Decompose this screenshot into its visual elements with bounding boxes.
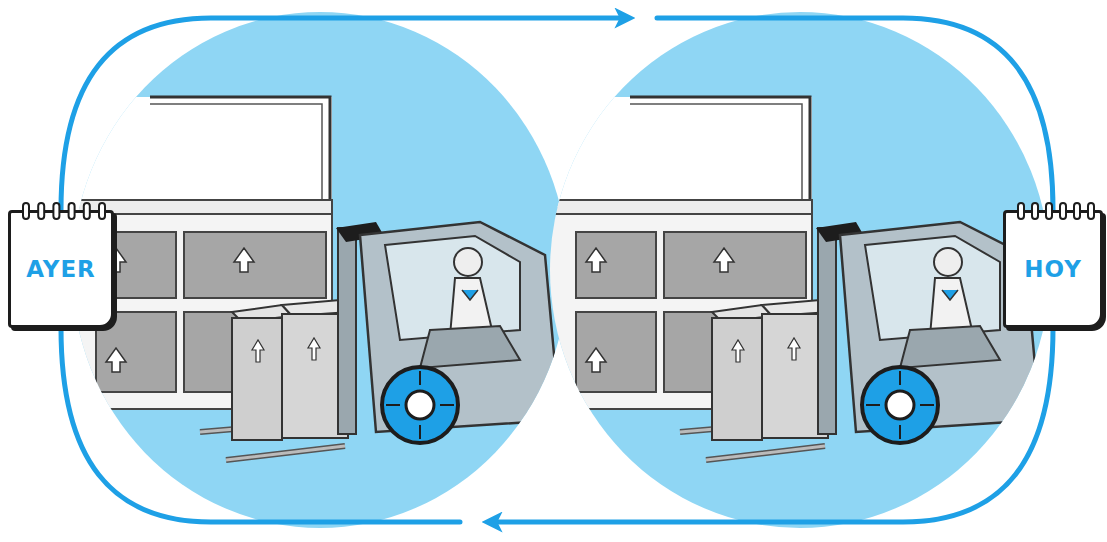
calendar-rings	[1006, 201, 1100, 223]
arrow-segment	[490, 328, 1053, 522]
calendar-page: HOY	[1003, 210, 1103, 328]
day-label: HOY	[1024, 256, 1082, 282]
today-scene	[520, 0, 1080, 542]
yesterday-scene	[40, 0, 600, 542]
day-label: AYER	[26, 256, 96, 282]
arrow-segment	[657, 18, 1053, 210]
arrow-segment	[61, 18, 627, 210]
calendar-rings	[11, 201, 111, 223]
cycle-arrow	[61, 18, 1053, 210]
calendar-page: AYER	[8, 210, 114, 328]
cycle-arrow	[61, 328, 1053, 522]
arrow-segment	[61, 328, 460, 522]
